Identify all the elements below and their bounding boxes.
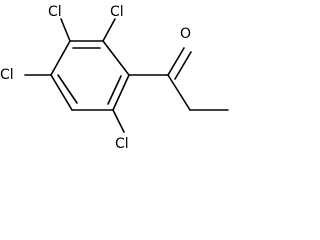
bond-to-cl-top-right bbox=[102, 18, 116, 42]
ring-bond-5 bbox=[50, 40, 71, 76]
chlorine-label-left: Cl bbox=[0, 67, 14, 83]
ring-double-bond-left bbox=[57, 74, 78, 104]
carbonyl-bond-2 bbox=[174, 51, 192, 80]
ring-bond-4 bbox=[50, 74, 73, 111]
chlorine-label-bottom: Cl bbox=[115, 136, 129, 152]
ring-bond-1 bbox=[102, 40, 130, 76]
benzene-ring bbox=[50, 40, 130, 111]
structure-canvas: Cl Cl Cl Cl O bbox=[0, 0, 237, 156]
chlorine-label-top-left: Cl bbox=[48, 4, 62, 20]
chlorine-label-top-right: Cl bbox=[110, 4, 124, 20]
carbonyl-bond-1 bbox=[167, 47, 185, 76]
ethyl-bond-1 bbox=[167, 74, 191, 111]
bond-to-cl-bottom bbox=[112, 109, 125, 133]
propanoyl-group bbox=[128, 47, 229, 111]
ring-bond-2 bbox=[112, 74, 130, 111]
substituent-bonds bbox=[24, 18, 125, 133]
ring-double-bond-right bbox=[107, 75, 122, 105]
bond-to-cl-top-left bbox=[60, 18, 71, 42]
oxygen-label: O bbox=[180, 26, 191, 42]
atom-labels: Cl Cl Cl Cl O bbox=[0, 4, 191, 152]
chemical-structure-diagram: Cl Cl Cl Cl O bbox=[0, 4, 229, 152]
